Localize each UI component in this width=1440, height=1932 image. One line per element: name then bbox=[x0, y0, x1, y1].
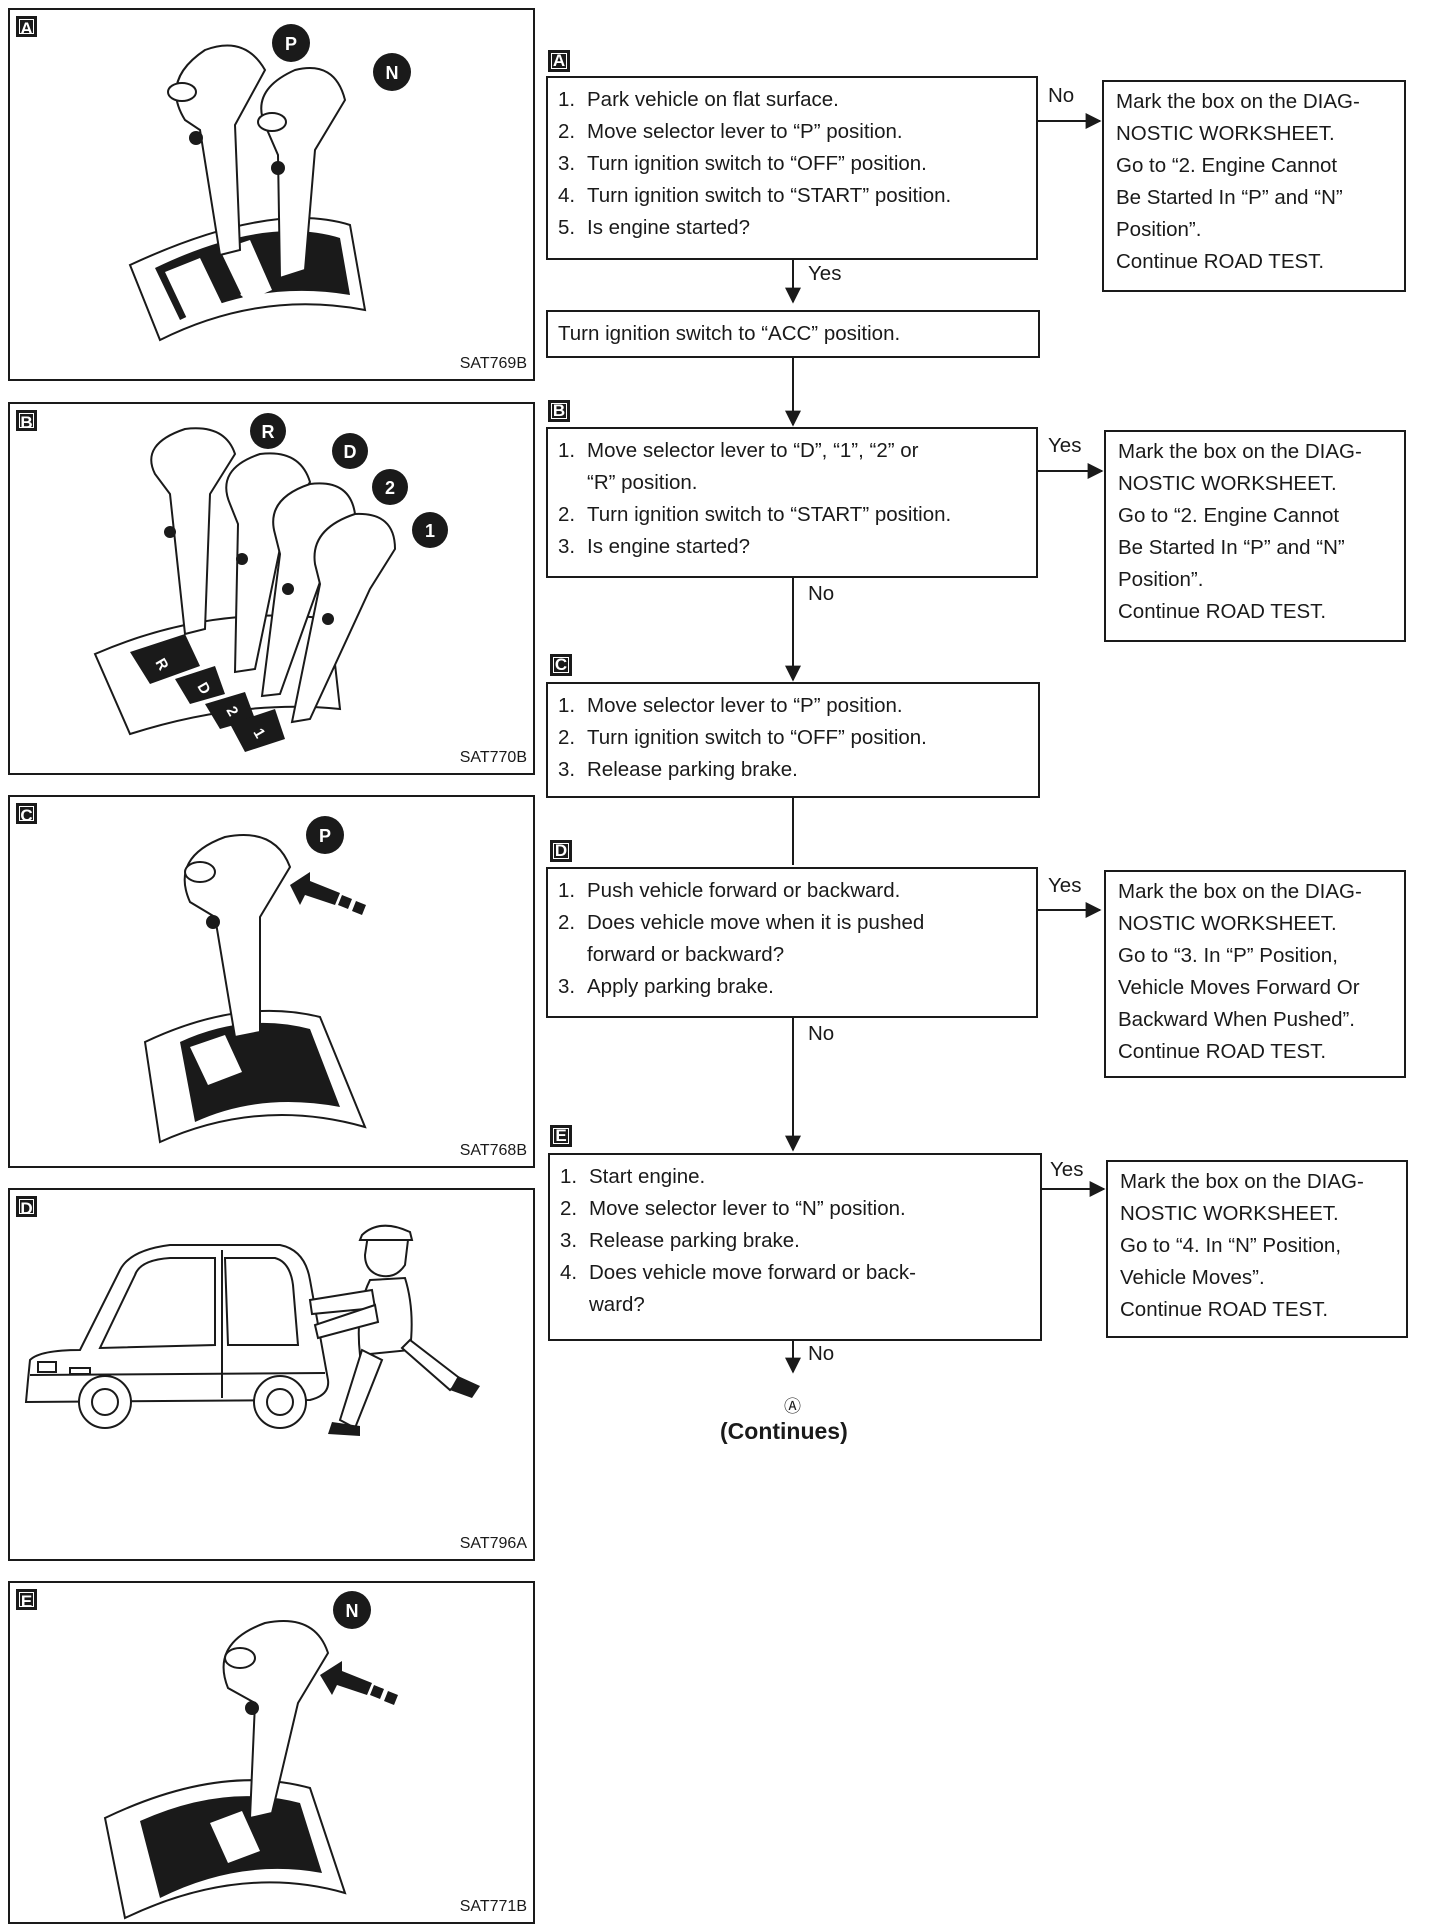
step-e-item: 3.Release parking brake. bbox=[560, 1229, 800, 1252]
illustration-panel-e: N N E SAT771B bbox=[8, 1581, 535, 1924]
step-d-item: 3.Apply parking brake. bbox=[558, 975, 774, 998]
position-letter: D bbox=[344, 442, 357, 462]
panel-tag: A bbox=[16, 16, 37, 38]
shifter-r-d-2-1-illustration: R D 2 1 R D 2 1 bbox=[93, 413, 448, 752]
step-tag-b: B bbox=[548, 400, 570, 422]
step-a-item: 1.Park vehicle on flat surface. bbox=[558, 88, 839, 111]
branch-label-d-down: No bbox=[808, 1022, 835, 1045]
step-e-item: ward? bbox=[589, 1293, 645, 1316]
panel-tag: B bbox=[16, 410, 37, 432]
branch-label-d-side: Yes bbox=[1048, 874, 1082, 897]
step-a-item: 2.Move selector lever to “P” position. bbox=[558, 120, 903, 143]
acc-step-box: Turn ignition switch to “ACC” position. bbox=[546, 310, 1040, 358]
step-c-item: 3.Release parking brake. bbox=[558, 758, 798, 781]
position-letter: N bbox=[346, 1601, 359, 1621]
panel-tag: D bbox=[16, 1196, 37, 1218]
step-e-item: 2.Move selector lever to “N” position. bbox=[560, 1197, 906, 1220]
figure-code: SAT796A bbox=[459, 1535, 527, 1552]
figure-code: SAT769B bbox=[459, 355, 527, 372]
result-box-e: Mark the box on the DIAG-NOSTIC WORKSHEE… bbox=[1106, 1160, 1408, 1338]
step-tag-a: A bbox=[548, 50, 570, 72]
step-d-box: 1.Push vehicle forward or backward. 2.Do… bbox=[546, 867, 1038, 1018]
figure-code: SAT771B bbox=[459, 1898, 527, 1915]
branch-label-b-down: No bbox=[808, 582, 835, 605]
panel-tag: E bbox=[16, 1589, 37, 1611]
step-b-item: “R” position. bbox=[587, 471, 698, 494]
position-letter: P bbox=[319, 826, 331, 846]
step-tag-e: E bbox=[550, 1125, 572, 1147]
p-position-badge bbox=[272, 24, 310, 62]
step-tag-c: C bbox=[550, 654, 572, 676]
step-a-item: 4.Turn ignition switch to “START” positi… bbox=[558, 184, 952, 207]
step-a-item: 5.Is engine started? bbox=[558, 216, 750, 239]
step-d-item: forward or backward? bbox=[587, 943, 785, 966]
step-d-item: 1.Push vehicle forward or backward. bbox=[558, 879, 901, 902]
position-letter: 1 bbox=[425, 521, 435, 541]
illustration-panel-b: R D 2 1 R D 2 1 B SAT770B bbox=[8, 402, 535, 775]
step-b-box: 1.Move selector lever to “D”, “1”, “2” o… bbox=[546, 427, 1038, 578]
figure-code: SAT770B bbox=[459, 749, 527, 766]
continues-label: (Continues) bbox=[720, 1418, 848, 1444]
gate-letter: N bbox=[236, 289, 256, 306]
step-e-item: 1.Start engine. bbox=[560, 1165, 706, 1188]
n-position-badge bbox=[373, 53, 411, 91]
branch-label-e-side: Yes bbox=[1050, 1158, 1084, 1181]
step-b-item: 2.Turn ignition switch to “START” positi… bbox=[558, 503, 952, 526]
figure-code: SAT768B bbox=[459, 1142, 527, 1159]
result-box-b: Mark the box on the DIAG-NOSTIC WORKSHEE… bbox=[1104, 430, 1406, 642]
person-pushing-car-illustration bbox=[24, 1224, 480, 1436]
shifter-p-push-illustration: P P bbox=[143, 816, 367, 1144]
step-a-item: 3.Turn ignition switch to “OFF” position… bbox=[558, 152, 927, 175]
illustration-panel-d: D SAT796A bbox=[8, 1188, 535, 1561]
step-d-item: 2.Does vehicle move when it is pushed bbox=[558, 911, 925, 934]
illustration-panel-c: P P C SAT768B bbox=[8, 795, 535, 1168]
step-tag-d: D bbox=[550, 840, 572, 862]
step-e-box: 1.Start engine. 2.Move selector lever to… bbox=[548, 1153, 1042, 1341]
position-letter: P bbox=[285, 34, 297, 54]
step-a-box: 1.Park vehicle on flat surface. 2.Move s… bbox=[546, 76, 1038, 260]
step-b-item: 3.Is engine started? bbox=[558, 535, 750, 558]
branch-label-a-down: Yes bbox=[808, 262, 842, 285]
result-box-d: Mark the box on the DIAG-NOSTIC WORKSHEE… bbox=[1104, 870, 1406, 1078]
step-c-item: 1.Move selector lever to “P” position. bbox=[558, 694, 903, 717]
branch-label-a-side: No bbox=[1048, 84, 1075, 107]
shifter-p-n-illustration: P N P N bbox=[128, 24, 411, 342]
step-b-item: 1.Move selector lever to “D”, “1”, “2” o… bbox=[558, 439, 919, 462]
branch-label-e-down: No bbox=[808, 1342, 835, 1365]
shifter-n-push-illustration: N N bbox=[103, 1591, 398, 1920]
branch-label-b-side: Yes bbox=[1048, 434, 1082, 457]
step-e-item: 4.Does vehicle move forward or back- bbox=[560, 1261, 916, 1284]
connector-a-symbol: Ⓐ bbox=[784, 1397, 801, 1416]
panel-tag: C bbox=[16, 803, 37, 825]
position-letter: N bbox=[386, 63, 399, 83]
position-letter: 2 bbox=[385, 478, 395, 498]
step-c-box: 1.Move selector lever to “P” position. 2… bbox=[546, 682, 1040, 798]
result-box-a: Mark the box on the DIAG-NOSTIC WORKSHEE… bbox=[1102, 80, 1406, 292]
step-c-item: 2.Turn ignition switch to “OFF” position… bbox=[558, 726, 927, 749]
illustration-panel-a: P N P N A SAT769B bbox=[8, 8, 535, 381]
position-letter: R bbox=[262, 422, 275, 442]
